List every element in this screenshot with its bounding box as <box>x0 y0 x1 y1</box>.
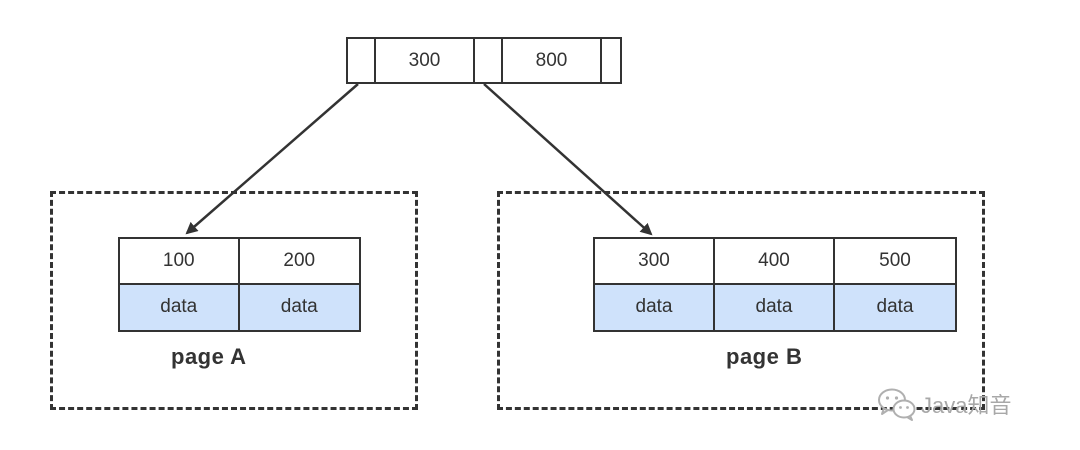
root-key-0: 300 <box>376 39 475 82</box>
page-b-data-2: data <box>835 284 955 330</box>
page-b-table: 300 400 500 data data data <box>593 237 957 332</box>
page-a-data-0: data <box>120 284 240 330</box>
page-a-label: page A <box>171 344 247 369</box>
page-b-key-2: 500 <box>835 239 955 285</box>
watermark-text: Java知音 <box>921 393 1012 418</box>
page-a-key-1: 200 <box>239 239 359 285</box>
root-pointer-0 <box>348 39 376 82</box>
page-a-box <box>50 191 418 410</box>
page-b-data-0: data <box>595 284 715 330</box>
arrow-root-to-page-b <box>483 83 653 236</box>
page-b-key-1: 400 <box>715 239 835 285</box>
root-pointer-1 <box>475 39 503 82</box>
root-key-1: 800 <box>503 39 602 82</box>
watermark: Java知音 <box>877 386 1011 422</box>
wechat-icon <box>877 387 917 421</box>
root-pointer-2 <box>602 39 620 82</box>
page-a-table: 100 200 data data <box>118 237 361 332</box>
page-b-label: page B <box>726 344 803 369</box>
root-node: 300 800 <box>346 37 622 84</box>
page-a-data-1: data <box>239 284 359 330</box>
page-b-box <box>497 191 985 410</box>
arrow-root-to-page-a <box>185 83 359 235</box>
page-b-key-0: 300 <box>595 239 715 285</box>
page-b-data-1: data <box>715 284 835 330</box>
page-a-key-0: 100 <box>120 239 240 285</box>
